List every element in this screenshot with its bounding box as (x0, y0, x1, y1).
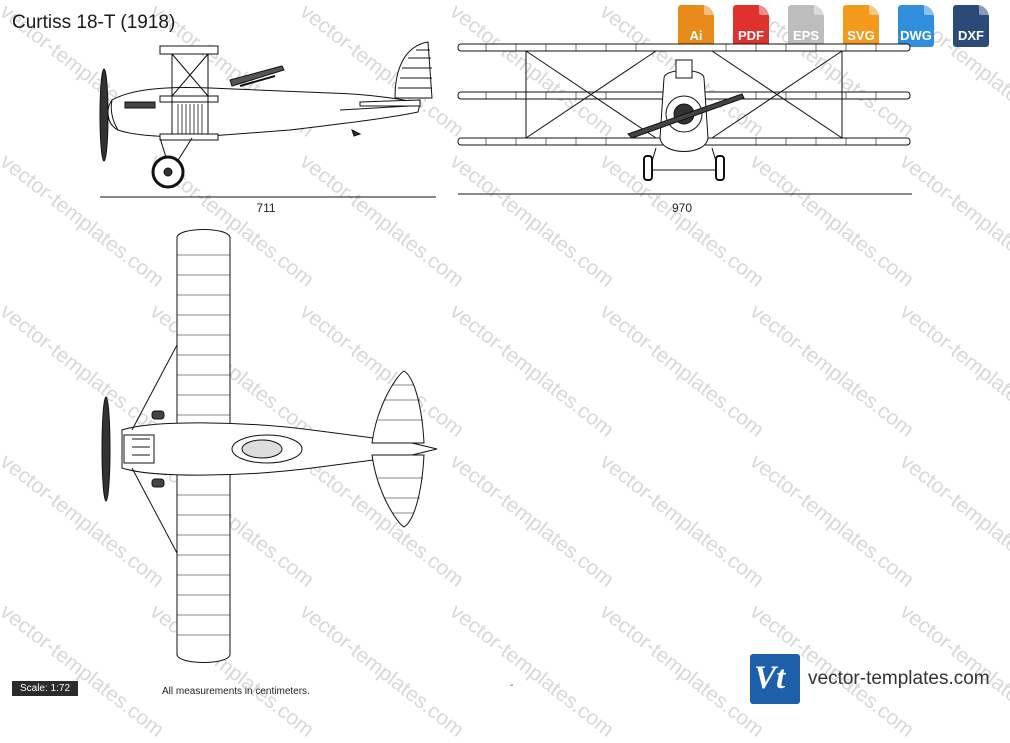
watermark-text: vector-templates.com (595, 600, 769, 742)
watermark-text: vector-templates.com (895, 450, 1010, 592)
watermark-text: vector-templates.com (595, 300, 769, 442)
format-badge-eps[interactable]: EPS (788, 5, 824, 47)
watermark-text: vector-templates.com (895, 300, 1010, 442)
watermark-text: vector-templates.com (445, 450, 619, 592)
watermark-text: vector-templates.com (445, 300, 619, 442)
brand-logo[interactable]: Vt (750, 654, 800, 704)
front-dimension-line (458, 193, 912, 195)
format-badge-svg[interactable]: SVG (843, 5, 879, 47)
watermark-text: vector-templates.com (595, 450, 769, 592)
scale-badge: Scale: 1:72 (12, 681, 78, 696)
page-title: Curtiss 18-T (1918) (12, 12, 176, 33)
side-dimension-line (100, 196, 436, 198)
watermark-text: vector-templates.com (745, 300, 919, 442)
watermark-text: vector-templates.com (445, 600, 619, 742)
front-span-label: 970 (671, 201, 693, 215)
separator-dash: - (510, 680, 514, 691)
measurement-note: All measurements in centimeters. (162, 686, 310, 697)
watermark-text: vector-templates.com (745, 450, 919, 592)
side-length-label: 711 (256, 201, 276, 215)
side-view-drawing (99, 41, 433, 189)
format-badge-dxf[interactable]: DXF (953, 5, 989, 47)
top-view-drawing (101, 229, 438, 663)
format-badge-dwg[interactable]: DWG (898, 5, 934, 47)
brand-logo-text: Vt (754, 660, 786, 696)
format-badge-ai[interactable]: Ai (678, 5, 714, 47)
front-view-drawing (457, 43, 911, 181)
format-badge-pdf[interactable]: PDF (733, 5, 769, 47)
site-name[interactable]: vector-templates.com (808, 668, 990, 689)
